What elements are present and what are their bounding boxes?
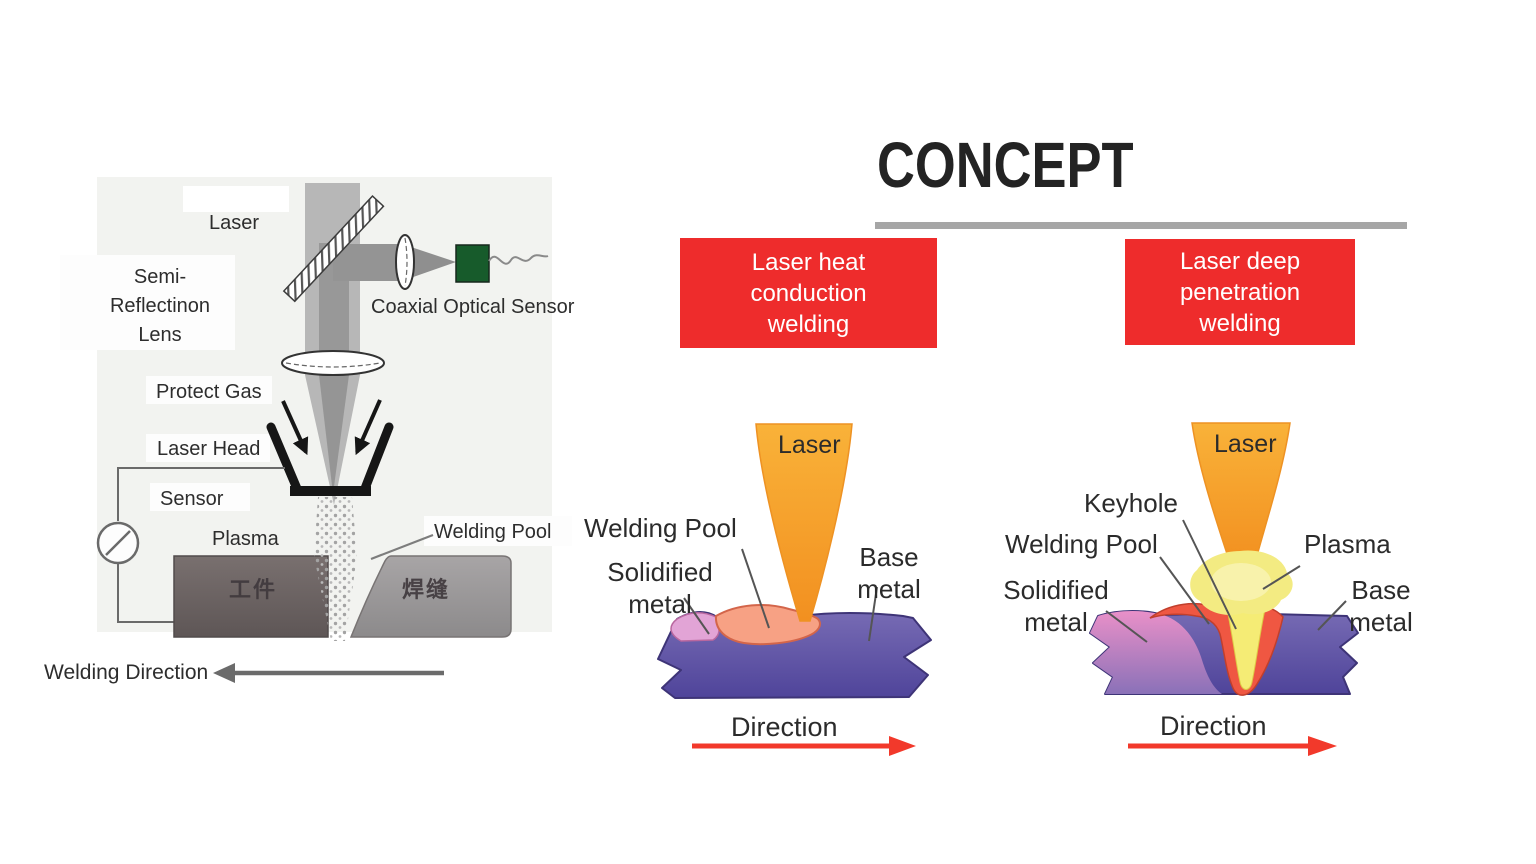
solidified-metal-line: metal <box>1024 607 1088 637</box>
coaxial-optical-sensor-label: Coaxial Optical Sensor <box>371 296 575 318</box>
base-metal-pointer <box>868 586 878 642</box>
keyhole-pointer <box>1182 519 1237 630</box>
laser-label: Laser <box>209 212 260 234</box>
title-divider <box>875 222 1407 229</box>
base-metal-line: Base <box>859 542 919 572</box>
sensor-wire-bottom <box>117 563 176 623</box>
optical-sensor-box <box>455 244 490 283</box>
laser-head-label: Laser Head <box>157 438 261 460</box>
plasma-plume <box>314 497 357 641</box>
solidified-metal-pointer <box>683 597 710 635</box>
welding-pool-label: Welding Pool <box>1005 529 1158 559</box>
penetration-diagram <box>1089 422 1359 756</box>
direction-arrowhead <box>889 736 916 756</box>
solidified-metal-region <box>1090 611 1222 694</box>
sensor-lens <box>395 234 415 290</box>
welding-pool-label: Welding Pool <box>434 521 552 543</box>
sensor-wire-top <box>117 467 285 521</box>
plasma-pointer <box>1262 565 1301 590</box>
semi-reflection-mirror <box>282 194 385 303</box>
welding-direction-arrowhead <box>213 663 235 683</box>
label-backing <box>150 483 250 511</box>
base-metal-line: Base <box>1351 575 1411 605</box>
welding-pool-label: Welding Pool <box>584 513 737 543</box>
direction-label: Direction <box>731 712 838 742</box>
category-box-line: Laser deep <box>1179 247 1301 275</box>
label-backing <box>146 434 270 462</box>
solidified-metal-line: metal <box>628 589 692 619</box>
plasma-label: Plasma <box>1304 529 1391 559</box>
solidified-metal-line: Solidified <box>607 557 713 587</box>
base-metal-pointer <box>1317 600 1347 631</box>
category-box-line: welding <box>1199 309 1281 337</box>
laser-label: Laser <box>1214 430 1277 458</box>
focus-lens-detail <box>285 362 381 368</box>
label-backing <box>60 255 235 350</box>
weld-seam-block <box>349 555 512 638</box>
protect-gas-label: Protect Gas <box>156 381 262 403</box>
label-backing <box>424 516 572 546</box>
category-box-line: penetration <box>1179 278 1301 306</box>
sensor-beam-horizontal <box>333 244 399 281</box>
welding-pool-pointer <box>741 548 770 629</box>
category-box-penetration: Laser deep penetration welding <box>1125 239 1355 345</box>
sensor-label: Sensor <box>160 488 224 510</box>
solidified-metal-region <box>670 612 720 642</box>
semi-reflection-lens-line: Semi- <box>133 266 187 288</box>
base-metal-line: metal <box>857 574 921 604</box>
welding-pool-pointer <box>1159 556 1210 625</box>
setup-diagram <box>60 177 572 683</box>
category-box-conduction: Laser heat conduction welding <box>680 238 937 348</box>
gas-flow-arrow-right <box>354 399 382 456</box>
welding-pool-pointer <box>370 533 434 561</box>
keyhole-label: Keyhole <box>1084 488 1178 518</box>
category-box-line: welding <box>767 310 850 338</box>
workpiece-block <box>173 555 329 638</box>
semi-reflection-lens-line: Reflectinon <box>109 295 211 317</box>
sensor-gauge-needle <box>105 530 131 556</box>
semi-reflection-lens-line: Lens <box>138 324 182 346</box>
base-metal-label: Base metal <box>849 541 929 605</box>
sensor-cable <box>488 254 549 265</box>
sensor-lens-detail <box>404 237 408 287</box>
solidified-metal-pointer <box>1105 610 1148 643</box>
weld-seam-cn-label: 焊缝 <box>402 577 451 602</box>
gas-flow-arrow-left <box>281 400 309 456</box>
plasma-cloud-core <box>1211 563 1271 601</box>
plasma-label: Plasma <box>212 528 279 550</box>
category-box-line: Laser heat <box>751 248 866 276</box>
base-metal-label: Base metal <box>1338 574 1424 638</box>
solidified-metal-label: Solidified metal <box>995 574 1117 638</box>
page-title: CONCEPT <box>877 129 1134 201</box>
solidified-metal-line: Solidified <box>1003 575 1109 605</box>
laser-beam-cone <box>755 423 853 622</box>
base-metal-line: metal <box>1349 607 1413 637</box>
workpiece-cn-label: 工件 <box>229 577 278 602</box>
label-backing <box>183 186 289 212</box>
return-beam-cone <box>319 375 349 494</box>
label-backing <box>146 376 272 404</box>
laser-label: Laser <box>778 431 841 459</box>
solidified-metal-label: Solidified metal <box>597 556 723 620</box>
focus-lens <box>281 350 385 376</box>
semi-reflection-lens-label: Semi- Reflectinon Lens <box>90 263 230 350</box>
direction-label: Direction <box>1160 711 1267 741</box>
direction-arrowhead <box>1308 736 1337 756</box>
category-box-line: conduction <box>750 279 867 307</box>
welding-direction-label: Welding Direction <box>44 661 209 684</box>
conduction-diagram <box>657 423 932 756</box>
